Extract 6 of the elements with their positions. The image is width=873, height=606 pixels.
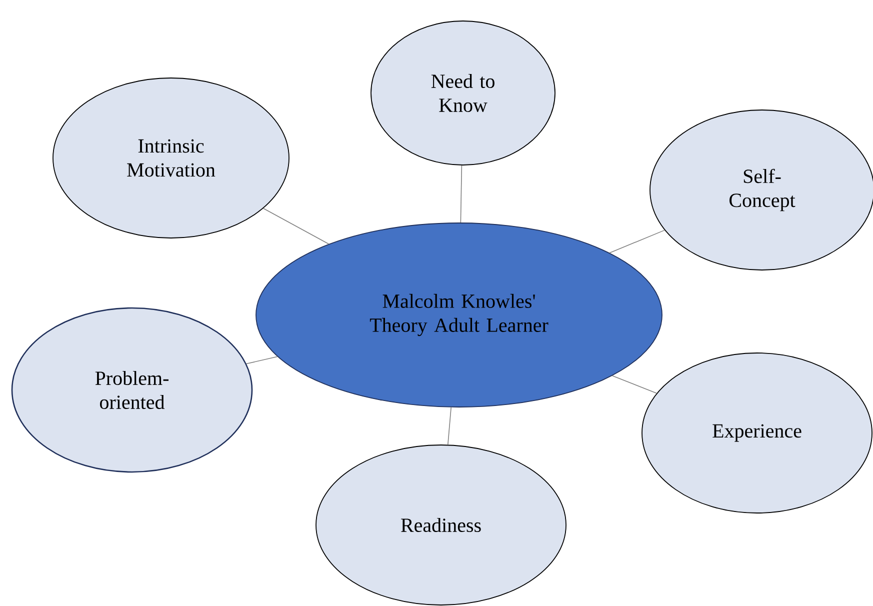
connector-line xyxy=(612,375,658,394)
connector-line xyxy=(609,230,665,254)
connector-line xyxy=(262,208,330,244)
connector-line xyxy=(447,406,452,446)
connector-line xyxy=(246,356,278,364)
connector-line xyxy=(460,165,462,223)
